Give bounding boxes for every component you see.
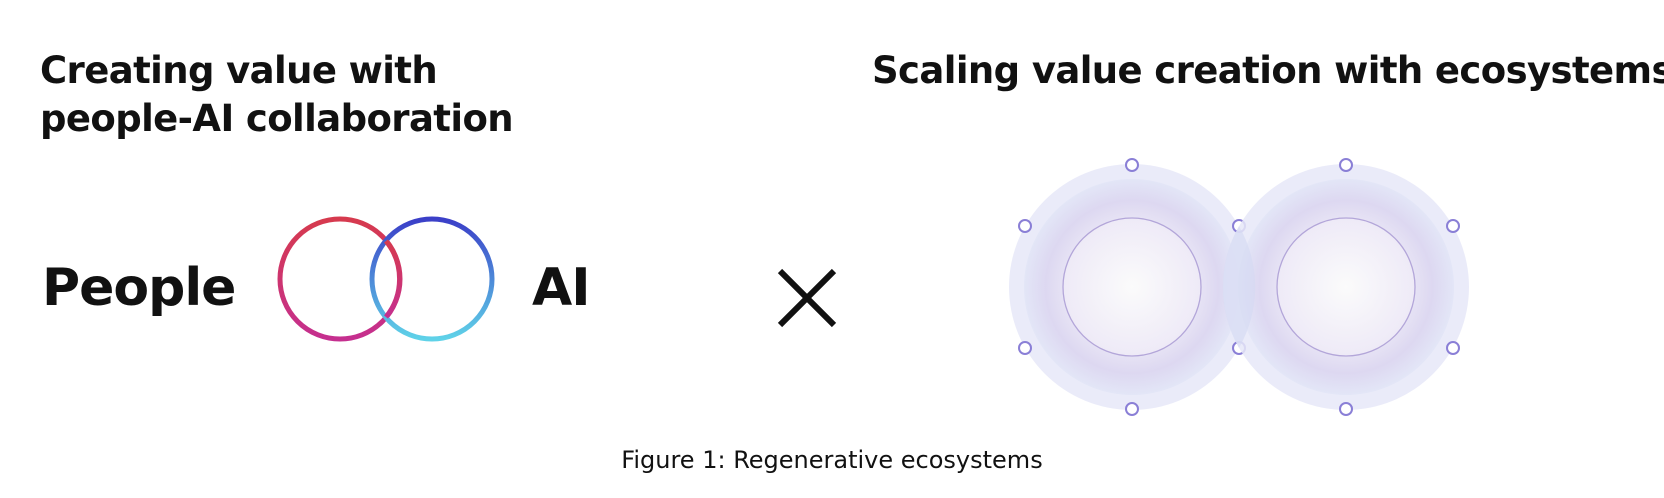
- figure-caption: Figure 1: Regenerative ecosystems: [621, 446, 1043, 474]
- ecosystem-inner-ring: [1276, 217, 1416, 357]
- ecosystem-node: [1446, 219, 1460, 233]
- ecosystem-left: [1009, 158, 1255, 416]
- ecosystem-node: [1446, 341, 1460, 355]
- heading-ecosystems: Scaling value creation with ecosystems: [872, 49, 1664, 92]
- ecosystem-node: [1339, 158, 1353, 172]
- ecosystem-right: [1223, 158, 1469, 416]
- ai-label: AI: [532, 258, 591, 318]
- ecosystems-diagram: [1009, 158, 1469, 416]
- people-ring-overlap-arc: [384, 239, 402, 319]
- ecosystem-node: [1018, 219, 1032, 233]
- ecosystem-node: [1339, 402, 1353, 416]
- ecosystem-node: [1125, 158, 1139, 172]
- heading-line-1: Creating value with: [40, 49, 438, 92]
- ecosystem-overlap: [1222, 226, 1256, 348]
- heading-people-ai: Creating value with people-AI collaborat…: [40, 47, 600, 143]
- ai-ring: [369, 216, 495, 342]
- ecosystem-inner-ring: [1062, 217, 1202, 357]
- heading-line-2: people-AI collaboration: [40, 97, 514, 140]
- ecosystem-node: [1018, 341, 1032, 355]
- ecosystem-node: [1125, 402, 1139, 416]
- people-ai-venn-diagram: [277, 216, 495, 342]
- people-label: People: [42, 258, 236, 318]
- multiply-icon: [777, 268, 837, 328]
- people-ring: [277, 216, 403, 342]
